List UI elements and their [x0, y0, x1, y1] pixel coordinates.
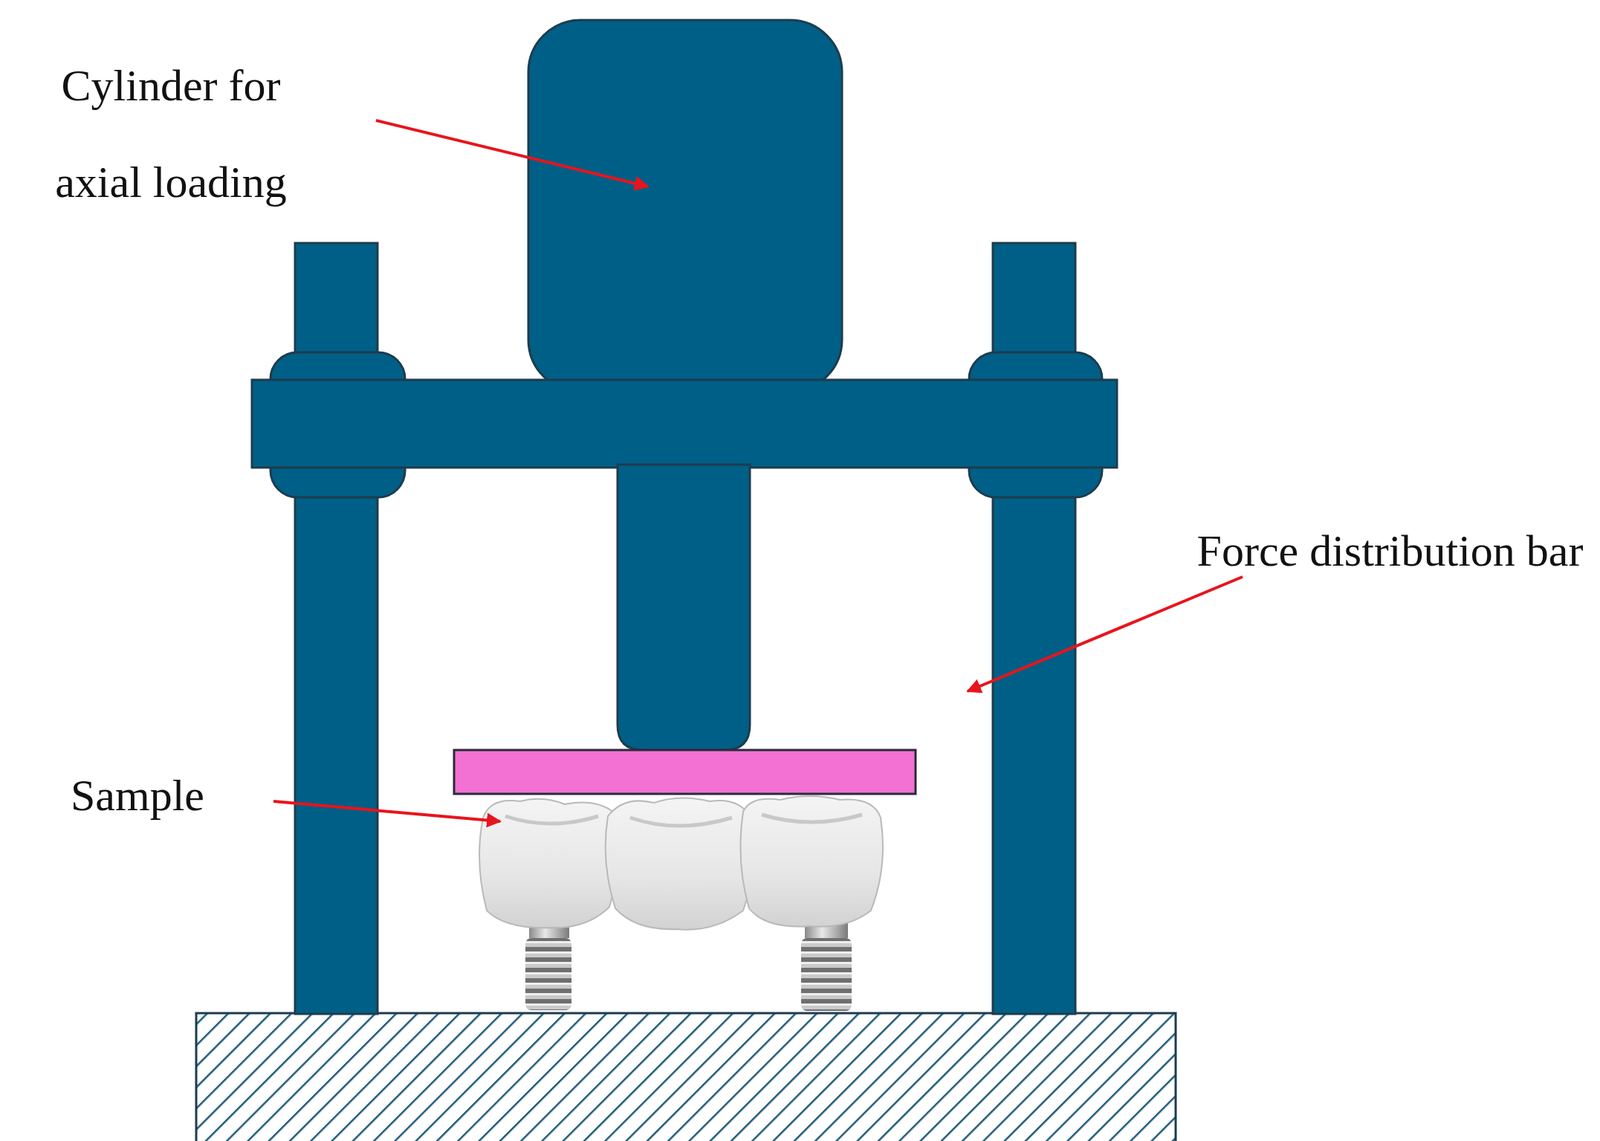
callout-label: Force distribution bar	[1187, 500, 1593, 601]
implant	[801, 918, 852, 1011]
bridge-sample	[479, 795, 883, 930]
loading-cylinder	[528, 20, 842, 392]
leader-arrow	[967, 576, 1243, 692]
implant	[525, 918, 572, 1010]
leader-arrow	[273, 801, 501, 822]
callout-label: Sample	[44, 766, 231, 824]
callout-label: Cylinder for axial loading	[14, 37, 327, 231]
crossbar	[251, 379, 1117, 468]
leader-arrow	[376, 120, 649, 187]
force-distribution-bar	[454, 749, 916, 794]
piston-rod	[617, 464, 750, 750]
base-plate	[196, 1012, 1176, 1141]
